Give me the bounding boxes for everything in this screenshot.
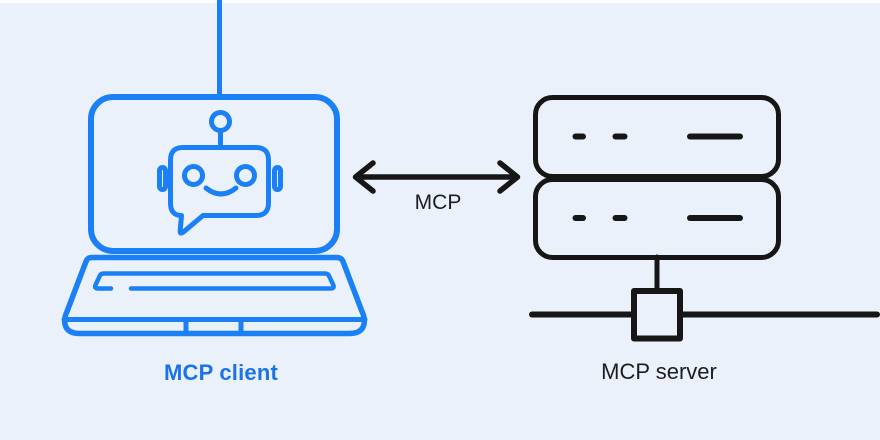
network-node-square — [631, 288, 683, 342]
arrow-head-left — [352, 160, 376, 194]
server-label: MCP server — [601, 359, 717, 384]
laptop-base — [61, 254, 368, 337]
robot-head-bubble-icon — [168, 145, 271, 236]
laptop-keyboard — [92, 271, 336, 291]
server-unit-top — [533, 95, 781, 179]
double-headed-arrow-icon — [352, 160, 521, 194]
client-label: MCP client — [163, 360, 279, 385]
robot-left-eye — [182, 164, 205, 187]
robot-right-eye — [234, 164, 257, 187]
laptop-robot-icon — [61, 0, 368, 337]
robot-right-ear — [272, 165, 283, 192]
robot-antenna-icon — [209, 110, 232, 133]
protocol-label: MCP — [414, 191, 462, 214]
robot-smile — [203, 185, 239, 197]
top-highlight-strip — [0, 0, 880, 3]
robot-left-ear — [157, 165, 168, 192]
server-stack-icon — [529, 95, 880, 342]
laptop-screen — [88, 94, 340, 254]
arrow-head-right — [497, 160, 521, 194]
network-node-icon — [529, 254, 880, 342]
